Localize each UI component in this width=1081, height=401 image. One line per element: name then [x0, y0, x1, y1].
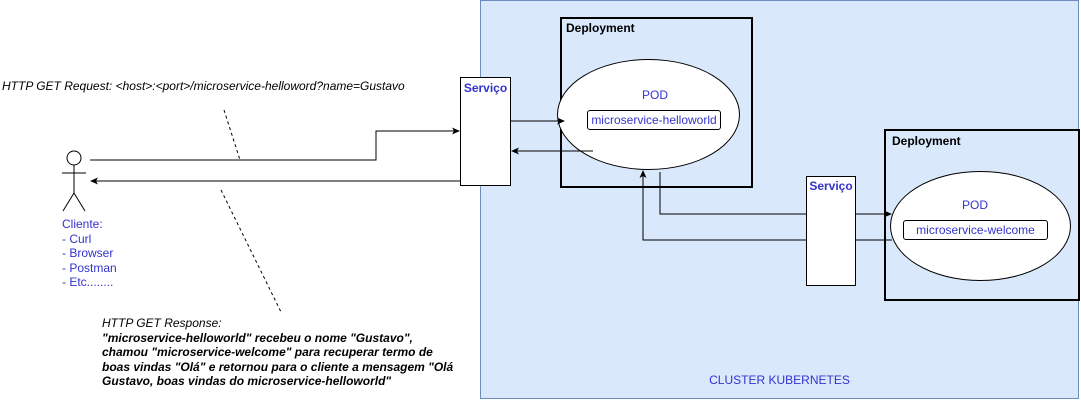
response-title: HTTP GET Response: [102, 316, 222, 330]
client-title: Cliente: [62, 217, 103, 231]
response-note-pointer [220, 189, 282, 313]
client-item-postman: - Postman [62, 260, 117, 275]
deployment-welcome-title: Deployment [892, 134, 961, 148]
request-annotation: HTTP GET Request: <host>:<port>/microser… [2, 79, 405, 93]
response-line-2: chamou "microservice-welcome" para recup… [102, 345, 433, 359]
service-2-title: Serviço [809, 179, 853, 193]
request-note-pointer [223, 109, 241, 161]
pod1-to-service2-line [659, 172, 806, 215]
pod-welcome-label: POD [961, 198, 988, 212]
client-item-etc: - Etc........ [62, 275, 114, 289]
service-2 [806, 176, 856, 286]
service2-to-pod1-arrow [639, 170, 806, 241]
microservice-welcome-box: microservice-welcome [903, 220, 1048, 240]
pod-helloworld-label: POD [641, 88, 668, 102]
person-icon [62, 150, 86, 212]
request-arrow [90, 127, 460, 161]
client-item-curl: - Curl [62, 231, 92, 246]
client-label: Cliente: - Curl - Browser - Postman - Et… [62, 217, 117, 290]
response-line-3: boas vindas "Olá" e retornou para o clie… [102, 359, 454, 374]
microservice-helloworld-box: microservice-helloworld [587, 110, 721, 130]
service-1-title: Serviço [463, 81, 508, 95]
client-item-browser: - Browser [62, 246, 114, 260]
response-line-1: "microservice-helloworld" recebeu o nome… [102, 330, 413, 345]
cluster-label: CLUSTER KUBERNETES [709, 373, 850, 387]
service-1 [460, 77, 511, 186]
deployment-helloworld-title: Deployment [566, 21, 635, 35]
response-line-4: Gustavo, boas vindas do microservice-hel… [102, 374, 392, 388]
response-annotation: HTTP GET Response: "microservice-hellowo… [102, 316, 453, 389]
